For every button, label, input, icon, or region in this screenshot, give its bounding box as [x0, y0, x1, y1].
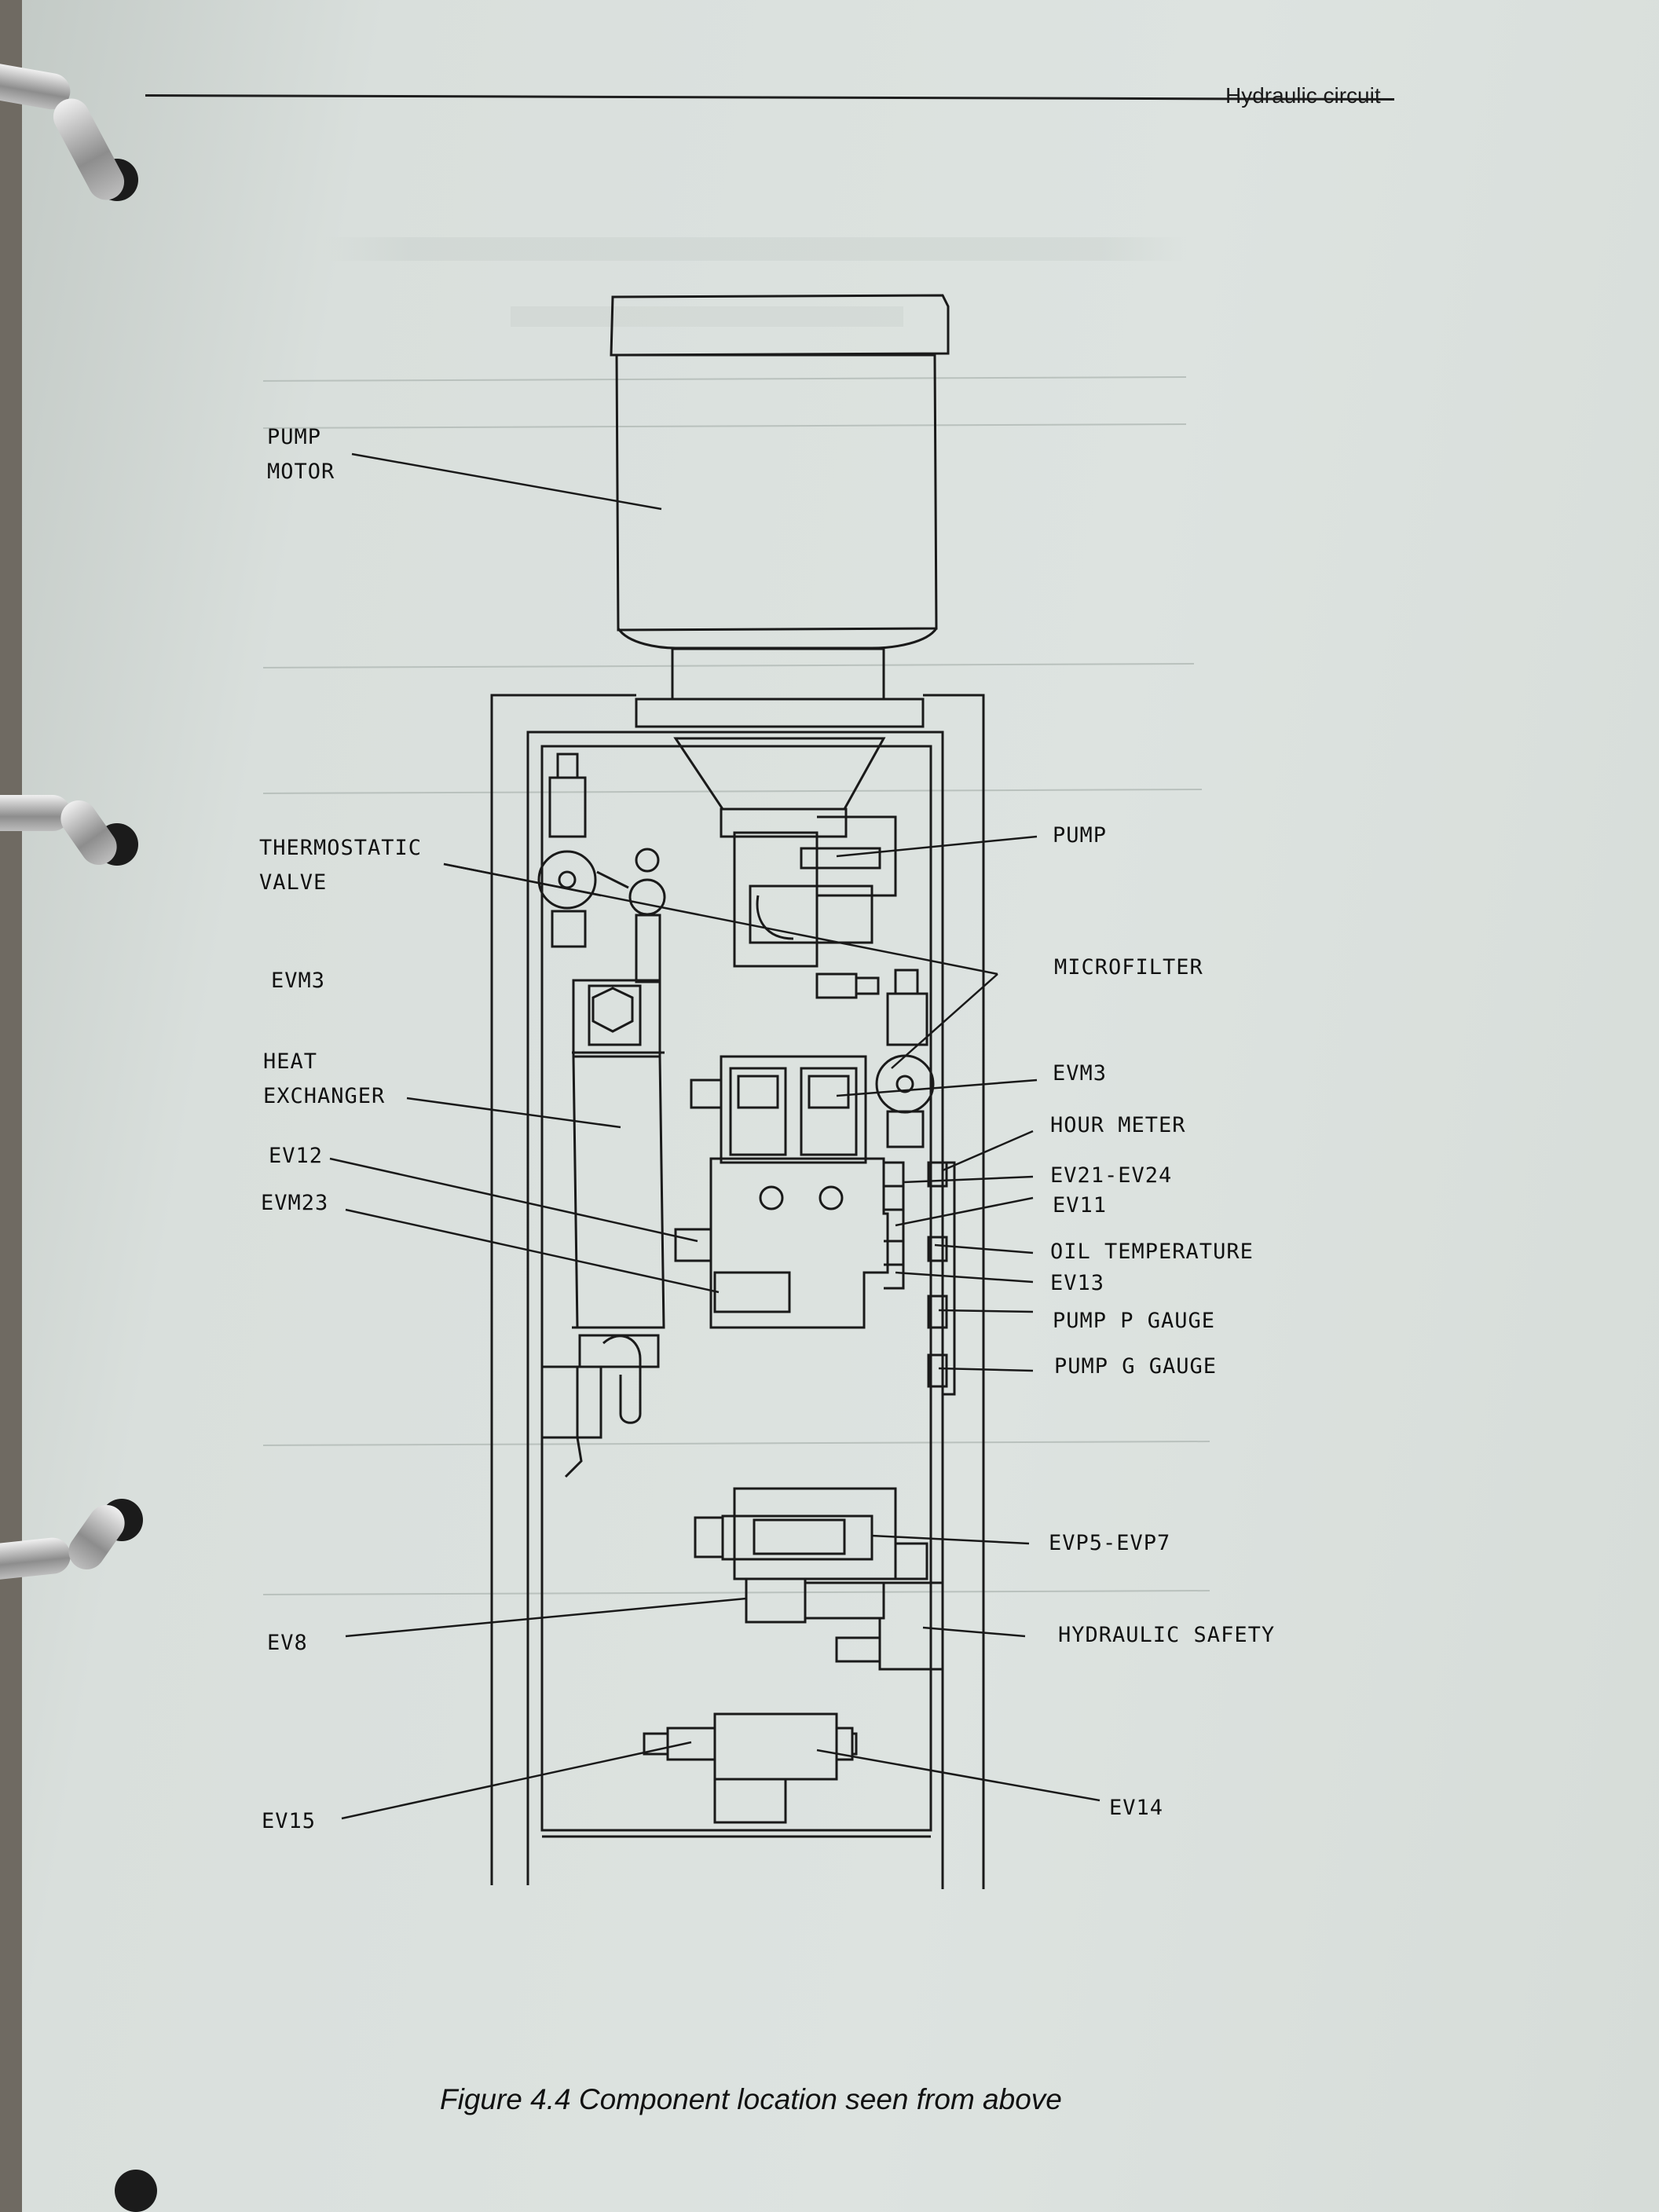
label-pump: PUMP — [1053, 823, 1108, 848]
label-evm23: EVM23 — [261, 1191, 329, 1215]
label-thermostatic-valve: THERMOSTATIC VALVE — [259, 836, 423, 895]
evp5-evp7-valve — [694, 1487, 944, 1671]
label-ev13: EV13 — [1050, 1271, 1105, 1295]
frame — [490, 694, 985, 1889]
label-heat-exchanger: HEAT EXCHANGER — [263, 1049, 386, 1108]
valve-manifold — [674, 1055, 905, 1329]
label-evm3-left: EVM3 — [271, 969, 326, 993]
label-pump-motor: PUMP MOTOR — [267, 425, 335, 484]
thermostatic-valve — [537, 753, 666, 983]
label-pump-p-gauge: PUMP P GAUGE — [1053, 1309, 1216, 1333]
binder-hole — [115, 2170, 157, 2212]
label-microfilter: MICROFILTER — [1054, 955, 1203, 980]
binder-ring — [0, 795, 71, 831]
label-hydraulic-safety: HYDRAULIC SAFETY — [1058, 1623, 1276, 1647]
pump — [673, 737, 897, 999]
figure-caption: Figure 4.4 Component location seen from … — [440, 2083, 1062, 2115]
heat-exchanger — [542, 979, 665, 1478]
ev14-ev15-valve — [643, 1712, 858, 1824]
binder-edge — [0, 0, 22, 2212]
label-evm3-right: EVM3 — [1053, 1061, 1108, 1086]
side-gauges — [927, 1161, 956, 1396]
label-ev21-ev24: EV21-EV24 — [1050, 1163, 1173, 1188]
label-ev8: EV8 — [267, 1631, 308, 1655]
microfilter-right — [875, 969, 935, 1148]
label-ev11: EV11 — [1053, 1193, 1108, 1218]
pump-motor — [610, 294, 950, 728]
manual-page — [22, 0, 1659, 2212]
label-pump-g-gauge: PUMP G GAUGE — [1054, 1354, 1218, 1379]
label-hour-meter: HOUR METER — [1050, 1113, 1186, 1137]
header-title: Hydraulic circuit — [1225, 83, 1381, 108]
leader-lines — [329, 452, 1101, 1820]
label-oil-temperature: OIL TEMPERATURE — [1050, 1240, 1254, 1264]
label-ev14: EV14 — [1109, 1796, 1164, 1820]
label-ev15: EV15 — [262, 1809, 317, 1833]
label-evp5-evp7: EVP5-EVP7 — [1049, 1531, 1171, 1555]
label-ev12: EV12 — [269, 1144, 324, 1168]
